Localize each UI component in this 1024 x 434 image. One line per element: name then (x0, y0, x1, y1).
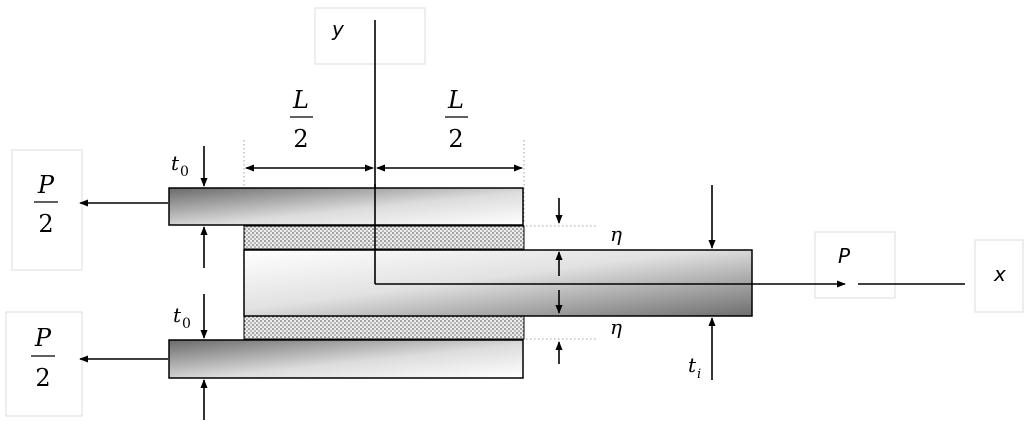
ti-label: t (688, 353, 697, 377)
x-axis-label: x (993, 262, 1006, 286)
load-top-den: 2 (38, 210, 53, 238)
adhesive-layer-bottom (243, 315, 525, 340)
half-length-right-den: 2 (448, 125, 463, 153)
half-length-left-den: 2 (293, 125, 308, 153)
load-bottom-num: P (34, 324, 52, 352)
t0-bottom-subscript: 0 (182, 316, 191, 332)
load-top-num: P (37, 171, 55, 199)
outer-adherend-top (168, 187, 524, 226)
t0-top-subscript: 0 (180, 164, 189, 180)
eta-bottom-label: η (610, 315, 622, 339)
load-p-label: P (838, 244, 851, 268)
adhesive-layer-top (243, 225, 525, 250)
right-load-box (814, 231, 896, 299)
outer-adherend-bottom (168, 339, 524, 379)
ti-subscript: i (697, 367, 701, 382)
left-top-load-box (11, 149, 83, 271)
inner-adherend (243, 249, 753, 317)
t0-bottom-label: t (173, 303, 182, 327)
eta-top-label: η (610, 222, 622, 246)
load-bottom-den: 2 (35, 364, 50, 392)
x-label-box (974, 239, 1024, 313)
left-bottom-load-box (5, 311, 83, 417)
half-length-right-num: L (447, 86, 464, 114)
y-label-box (314, 7, 426, 65)
y-axis-label: y (331, 17, 345, 41)
half-length-left-num: L (292, 86, 309, 114)
t0-top-label: t (171, 151, 180, 175)
